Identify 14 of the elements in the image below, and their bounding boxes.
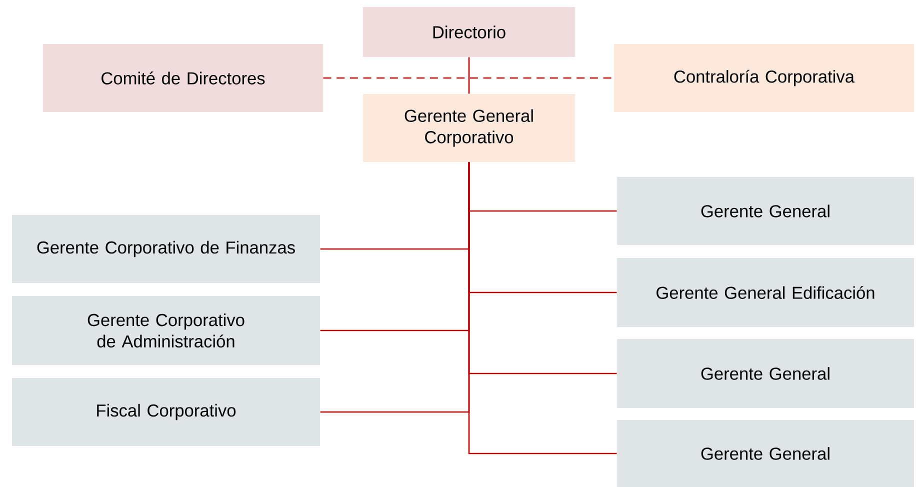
org-box: Gerente Corporativo de Administración	[12, 296, 320, 366]
org-box: Gerente Corporativo de Finanzas	[12, 215, 320, 283]
connector-line	[468, 162, 617, 454]
org-box: Gerente General	[617, 420, 914, 487]
org-box: Fiscal Corporativo	[12, 378, 320, 446]
dashed-line	[323, 77, 614, 79]
org-box: Gerente General Edificación	[617, 258, 914, 328]
connector-line	[468, 57, 470, 94]
org-box: Directorio	[363, 7, 575, 57]
org-box: Gerente General	[617, 177, 914, 245]
org-box: Comité de Directores	[43, 44, 323, 112]
org-box: Contraloría Corporativa	[614, 44, 914, 112]
org-box: Gerente General	[617, 339, 914, 408]
org-box: Gerente General Corporativo	[363, 94, 575, 162]
